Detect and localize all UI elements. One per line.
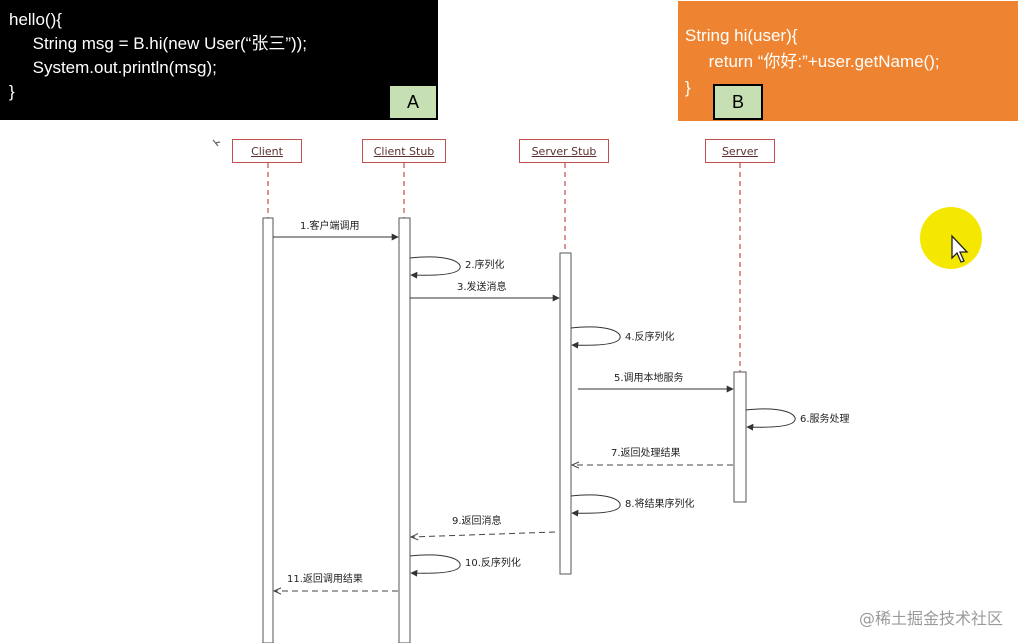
participant-client-stub: Client Stub bbox=[362, 139, 446, 163]
message-arrow bbox=[411, 531, 556, 537]
participant-client: Client bbox=[232, 139, 302, 163]
message-label: 10.反序列化 bbox=[465, 556, 521, 569]
message-label: 5.调用本地服务 bbox=[614, 371, 684, 384]
self-call-arrow bbox=[570, 494, 621, 517]
participant-label: Server bbox=[721, 144, 759, 158]
activation-client-stub bbox=[398, 217, 411, 643]
message-label: 7.返回处理结果 bbox=[611, 446, 681, 459]
activation-server-stub bbox=[559, 252, 572, 575]
mouse-pointer-icon bbox=[951, 234, 969, 263]
code-b-line: return “你好:”+user.getName(); bbox=[685, 52, 940, 71]
participant-server-stub: Server Stub bbox=[519, 139, 609, 163]
code-a-line: System.out.println(msg); bbox=[9, 58, 217, 77]
message-label: 3.发送消息 bbox=[457, 280, 507, 293]
message-label: 1.客户端调用 bbox=[300, 219, 360, 232]
activation-client bbox=[262, 217, 274, 643]
self-call-arrow bbox=[409, 554, 461, 577]
message-label: 4.反序列化 bbox=[625, 330, 675, 343]
participant-label: Server Stub bbox=[531, 144, 597, 158]
message-label: 9.返回消息 bbox=[452, 514, 502, 527]
code-b-line: } bbox=[685, 78, 691, 97]
pen-mark-icon bbox=[212, 139, 221, 147]
code-a-line: String msg = B.hi(new User(“张三”)); bbox=[9, 34, 308, 53]
message-label: 2.序列化 bbox=[465, 258, 505, 271]
badge-b: B bbox=[713, 84, 763, 120]
badge-a: A bbox=[390, 86, 436, 118]
code-block-b: String hi(user){ return “你好:”+user.getNa… bbox=[678, 1, 1018, 121]
code-a-line: hello(){ bbox=[9, 10, 62, 29]
self-call-arrow bbox=[570, 326, 621, 349]
participant-server: Server bbox=[705, 139, 775, 163]
activation-server bbox=[733, 371, 747, 503]
self-call-arrow bbox=[409, 256, 461, 279]
code-block-a: hello(){ String msg = B.hi(new User(“张三”… bbox=[0, 0, 438, 120]
participant-label: Client Stub bbox=[373, 144, 435, 158]
participant-label: Client bbox=[251, 144, 283, 158]
self-call-arrow bbox=[745, 408, 796, 431]
message-label: 8.将结果序列化 bbox=[625, 497, 695, 510]
message-label: 11.返回调用结果 bbox=[287, 572, 363, 585]
cursor-highlight bbox=[920, 207, 982, 269]
code-b-line: String hi(user){ bbox=[685, 26, 798, 45]
watermark: @稀土掘金技术社区 bbox=[858, 609, 1003, 628]
message-label: 6.服务处理 bbox=[800, 412, 850, 425]
code-a-line: } bbox=[9, 82, 15, 101]
